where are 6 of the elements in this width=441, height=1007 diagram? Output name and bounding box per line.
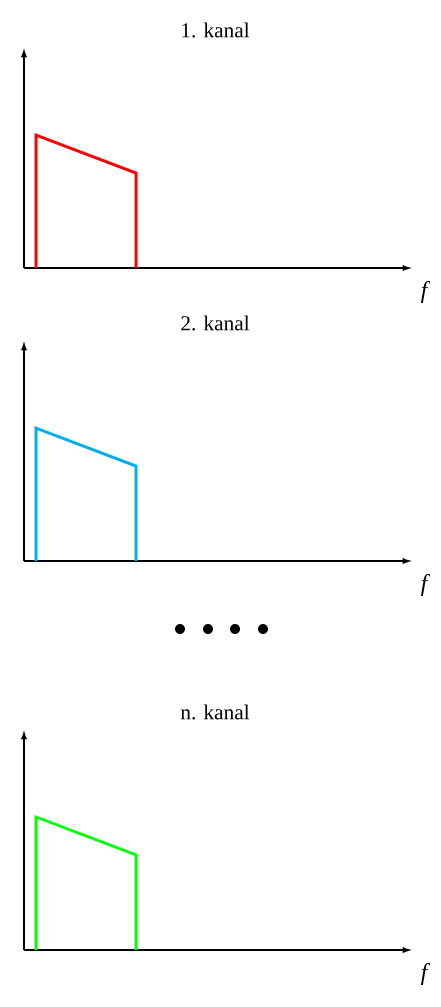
axis-label: f: [420, 574, 431, 596]
panel-title: n. kanal: [180, 704, 250, 720]
axis-label: f: [420, 963, 431, 985]
panel-title: 2. kanal: [181, 315, 250, 331]
panel-title: 1. kanal: [182, 22, 250, 38]
axis-label: f: [420, 281, 431, 303]
